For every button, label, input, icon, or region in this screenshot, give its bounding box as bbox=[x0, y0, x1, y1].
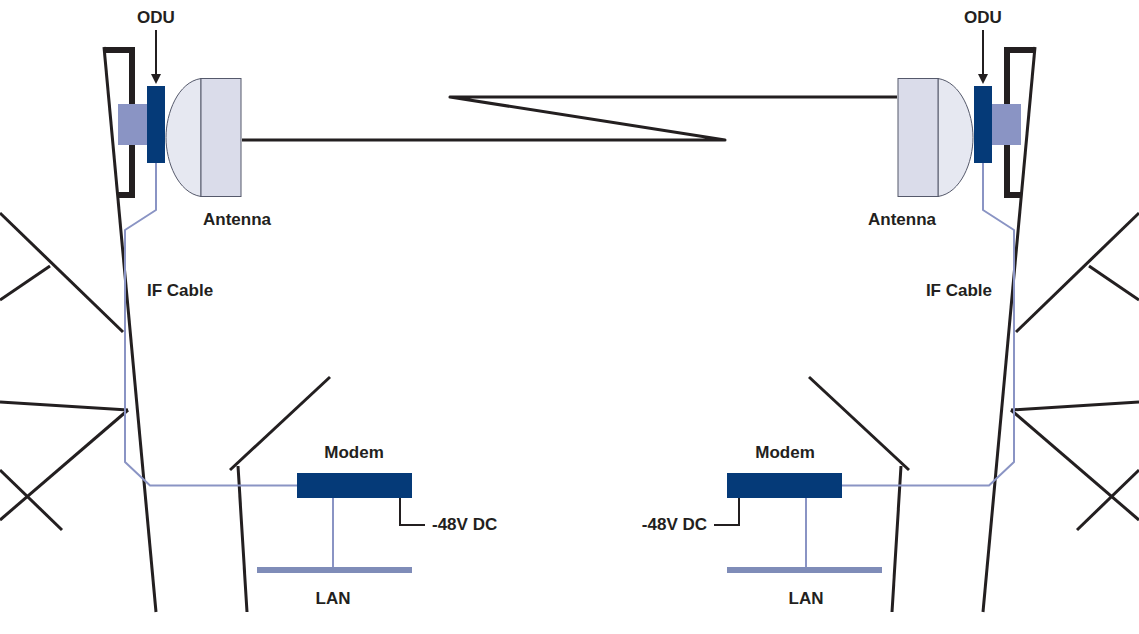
node-label: Antenna bbox=[203, 210, 271, 230]
if-cable bbox=[842, 163, 1014, 486]
radio-link bbox=[242, 97, 897, 140]
site-side-mirror bbox=[714, 30, 1139, 612]
modem-box: Modem bbox=[727, 473, 842, 498]
node-label: LAN bbox=[789, 589, 824, 609]
modem-box: Modem bbox=[297, 473, 412, 498]
lan-lead bbox=[805, 498, 807, 567]
lan-bar: LAN bbox=[257, 567, 412, 573]
lan-lead bbox=[332, 498, 334, 567]
odu-unit: ODU bbox=[974, 86, 992, 163]
building-roof bbox=[230, 377, 330, 470]
mount-plate bbox=[118, 104, 147, 145]
antenna-outline bbox=[165, 78, 242, 197]
cable-label: IF Cable bbox=[145, 281, 215, 301]
antenna-back bbox=[938, 79, 973, 197]
node-label: Modem bbox=[755, 443, 815, 463]
antenna-dish: Antenna bbox=[165, 78, 242, 197]
antenna-dish: Antenna bbox=[897, 78, 974, 197]
node-label: LAN bbox=[316, 589, 351, 609]
pointer-line bbox=[155, 30, 157, 76]
cable-label: IF Cable bbox=[924, 281, 994, 301]
if-cable bbox=[125, 163, 297, 486]
antenna-face bbox=[201, 79, 241, 197]
pointer-head bbox=[151, 74, 161, 84]
antenna-outline bbox=[897, 78, 974, 197]
antenna-face bbox=[898, 79, 938, 197]
tower bbox=[0, 47, 156, 612]
power-lead bbox=[400, 498, 425, 525]
antenna-back bbox=[166, 79, 201, 197]
lan-bar: LAN bbox=[727, 567, 882, 573]
node-label: ODU bbox=[137, 8, 175, 28]
node-label: ODU bbox=[964, 8, 1002, 28]
building-wall bbox=[238, 466, 247, 612]
odu-unit: ODU bbox=[147, 86, 165, 163]
voltage-label: -48V DC bbox=[640, 515, 709, 535]
node-label: Antenna bbox=[868, 210, 936, 230]
node-label: Modem bbox=[324, 443, 384, 463]
site-side bbox=[0, 30, 425, 612]
voltage-label: -48V DC bbox=[430, 515, 499, 535]
